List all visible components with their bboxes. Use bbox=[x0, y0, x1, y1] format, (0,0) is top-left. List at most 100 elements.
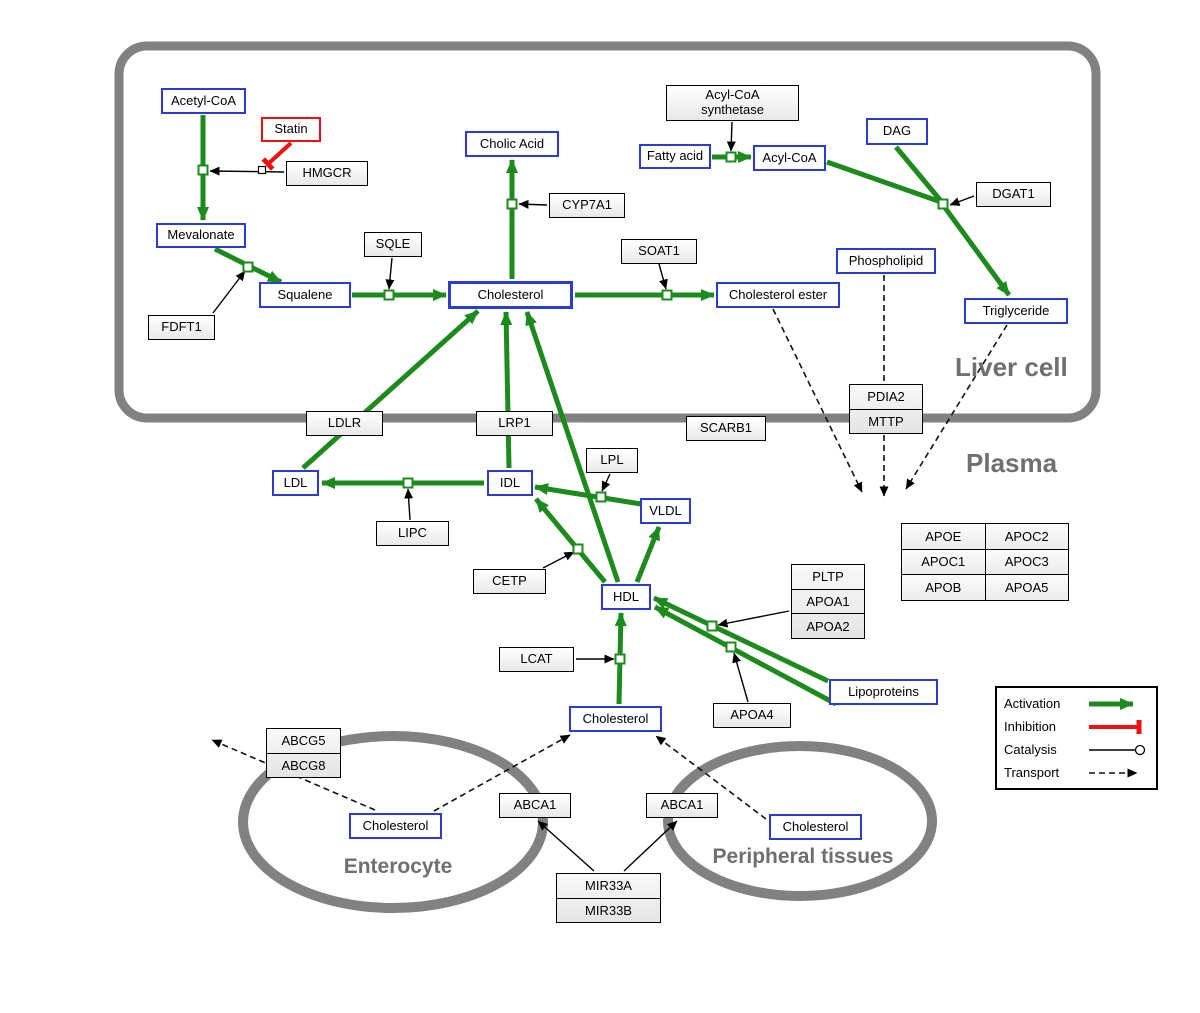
liver-cell-membrane bbox=[114, 41, 1101, 423]
edge-statin-inhibition bbox=[261, 141, 293, 171]
node-hdl[interactable]: HDL bbox=[601, 584, 651, 610]
edge-acylcoa-dgat1 bbox=[826, 159, 942, 205]
enterocyte-label: Enterocyte bbox=[343, 855, 453, 878]
node-mttp[interactable]: MTTP bbox=[850, 408, 922, 434]
node-pdia2[interactable]: PDIA2 bbox=[867, 389, 905, 405]
node-ldlr[interactable]: LDLR bbox=[306, 411, 383, 436]
reaction-node bbox=[725, 151, 737, 163]
inhibition-tbar-icon bbox=[1089, 719, 1142, 734]
node-cetp[interactable]: CETP bbox=[473, 569, 546, 594]
edge-hdl-idl-cetp bbox=[534, 497, 607, 584]
reaction-node bbox=[572, 543, 584, 555]
edge-peripheral-cholesterol-plasma bbox=[655, 735, 767, 820]
node-abca1-peripheral[interactable]: ABCA1 bbox=[646, 793, 718, 818]
node-triglyceride[interactable]: Triglyceride bbox=[964, 298, 1068, 324]
node-sqle[interactable]: SQLE bbox=[364, 232, 422, 257]
plasma-label: Plasma bbox=[966, 448, 1058, 478]
legend-row-transport: Transport bbox=[1004, 762, 1149, 784]
node-cholesterol-liver[interactable]: Cholesterol bbox=[448, 281, 573, 309]
edge-fdft1-catalysis bbox=[212, 270, 246, 314]
reaction-node bbox=[242, 261, 254, 273]
node-apoa2[interactable]: APOA2 bbox=[792, 613, 864, 638]
node-phospholipid[interactable]: Phospholipid bbox=[836, 248, 936, 274]
node-idl[interactable]: IDL bbox=[487, 470, 533, 496]
edge-idl-liver-cholesterol bbox=[500, 311, 513, 469]
catalysis-circle-icon bbox=[1089, 744, 1146, 755]
node-cholic-acid[interactable]: Cholic Acid bbox=[465, 131, 559, 157]
node-apoa1[interactable]: APOA1 bbox=[792, 588, 864, 614]
node-fatty-acid[interactable]: Fatty acid bbox=[639, 144, 711, 169]
node-ldl[interactable]: LDL bbox=[272, 470, 319, 496]
stack-pltp-apoa1-apoa2: PLTP APOA1 APOA2 bbox=[791, 564, 865, 639]
stack-mir33a-mir33b: MIR33A MIR33B bbox=[556, 873, 661, 923]
node-fdft1[interactable]: FDFT1 bbox=[148, 315, 215, 340]
node-vldl[interactable]: VLDL bbox=[640, 498, 691, 524]
transport-arrow-icon bbox=[1089, 768, 1138, 777]
node-pltp[interactable]: PLTP bbox=[812, 569, 844, 585]
node-cholesterol-ester[interactable]: Cholesterol ester bbox=[716, 282, 840, 308]
edge-vldl-idl bbox=[534, 483, 642, 507]
node-acetyl-coa[interactable]: Acetyl-CoA bbox=[161, 88, 246, 114]
node-abca1-enterocyte[interactable]: ABCA1 bbox=[499, 793, 571, 818]
node-apoa4[interactable]: APOA4 bbox=[713, 703, 791, 728]
legend-row-inhibition: Inhibition bbox=[1004, 716, 1149, 738]
edge-sqle-catalysis bbox=[385, 257, 395, 290]
legend-activation-label: Activation bbox=[1004, 696, 1061, 711]
legend-row-activation: Activation bbox=[1004, 693, 1149, 715]
legend-catalysis-label: Catalysis bbox=[1004, 742, 1057, 757]
node-soat1[interactable]: SOAT1 bbox=[621, 239, 697, 264]
node-dgat1[interactable]: DGAT1 bbox=[976, 182, 1051, 207]
node-statin[interactable]: Statin bbox=[261, 117, 321, 142]
node-abcg8[interactable]: ABCG8 bbox=[267, 752, 340, 778]
node-apoa5[interactable]: APOA5 bbox=[985, 575, 1069, 601]
node-mir33b[interactable]: MIR33B bbox=[557, 897, 660, 923]
edge-lipc-catalysis bbox=[404, 488, 414, 521]
liver-cell-label: Liver cell bbox=[955, 352, 1068, 382]
reaction-node bbox=[725, 641, 737, 653]
node-apoe[interactable]: APOE bbox=[902, 524, 986, 550]
node-acyl-coa-synthetase[interactable]: Acyl-CoA synthetase bbox=[666, 85, 799, 121]
node-lipoproteins[interactable]: Lipoproteins bbox=[829, 679, 938, 705]
edge-apoa4-catalysis bbox=[732, 652, 749, 703]
edge-dag-dgat1 bbox=[894, 145, 943, 203]
node-lrp1[interactable]: LRP1 bbox=[476, 411, 553, 436]
reaction-node bbox=[383, 289, 395, 301]
edge-ldl-liver-cholesterol bbox=[301, 309, 480, 470]
reaction-node bbox=[937, 198, 949, 210]
node-lcat[interactable]: LCAT bbox=[499, 647, 574, 672]
edge-pltp-catalysis bbox=[717, 610, 790, 628]
reaction-node bbox=[661, 289, 673, 301]
node-apoc1[interactable]: APOC1 bbox=[902, 549, 986, 576]
node-lipc[interactable]: LIPC bbox=[376, 521, 449, 546]
node-cholesterol-enterocyte[interactable]: Cholesterol bbox=[349, 813, 442, 839]
node-squalene[interactable]: Squalene bbox=[259, 282, 351, 308]
node-lpl[interactable]: LPL bbox=[586, 448, 638, 473]
node-apoc2[interactable]: APOC2 bbox=[985, 524, 1069, 550]
reaction-node bbox=[595, 491, 607, 503]
legend: Activation Inhibition Catalysis Transpor… bbox=[995, 686, 1158, 790]
legend-row-catalysis: Catalysis bbox=[1004, 739, 1149, 761]
edge-triglyceride-plasma bbox=[905, 324, 1008, 490]
node-dag[interactable]: DAG bbox=[866, 118, 928, 145]
node-cholesterol-plasma[interactable]: Cholesterol bbox=[569, 706, 662, 732]
edge-hdl-vldl bbox=[634, 526, 662, 583]
edge-cyp7a1-catalysis bbox=[518, 199, 548, 209]
edge-mir33-abca1-right bbox=[623, 820, 678, 872]
apolipoprotein-table: APOE APOC2 APOC1 APOC3 APOB APOA5 bbox=[901, 523, 1069, 601]
node-cyp7a1[interactable]: CYP7A1 bbox=[549, 193, 625, 218]
edge-cholesterolester-plasma bbox=[772, 308, 863, 493]
reaction-node bbox=[197, 164, 209, 176]
node-acyl-coa[interactable]: Acyl-CoA bbox=[753, 145, 826, 171]
reaction-node bbox=[506, 198, 518, 210]
node-scarb1[interactable]: SCARB1 bbox=[686, 416, 766, 441]
node-mevalonate[interactable]: Mevalonate bbox=[156, 223, 246, 248]
node-apob[interactable]: APOB bbox=[902, 575, 986, 601]
edge-acylcoasynthetase-catalysis bbox=[726, 121, 736, 152]
node-apoc3[interactable]: APOC3 bbox=[985, 549, 1069, 576]
node-cholesterol-peripheral[interactable]: Cholesterol bbox=[769, 814, 862, 840]
node-abcg5[interactable]: ABCG5 bbox=[281, 733, 326, 749]
edge-hmgcr-catalysis bbox=[209, 166, 285, 176]
node-hmgcr[interactable]: HMGCR bbox=[286, 161, 368, 186]
reaction-node bbox=[614, 653, 626, 665]
node-mir33a[interactable]: MIR33A bbox=[585, 878, 632, 894]
